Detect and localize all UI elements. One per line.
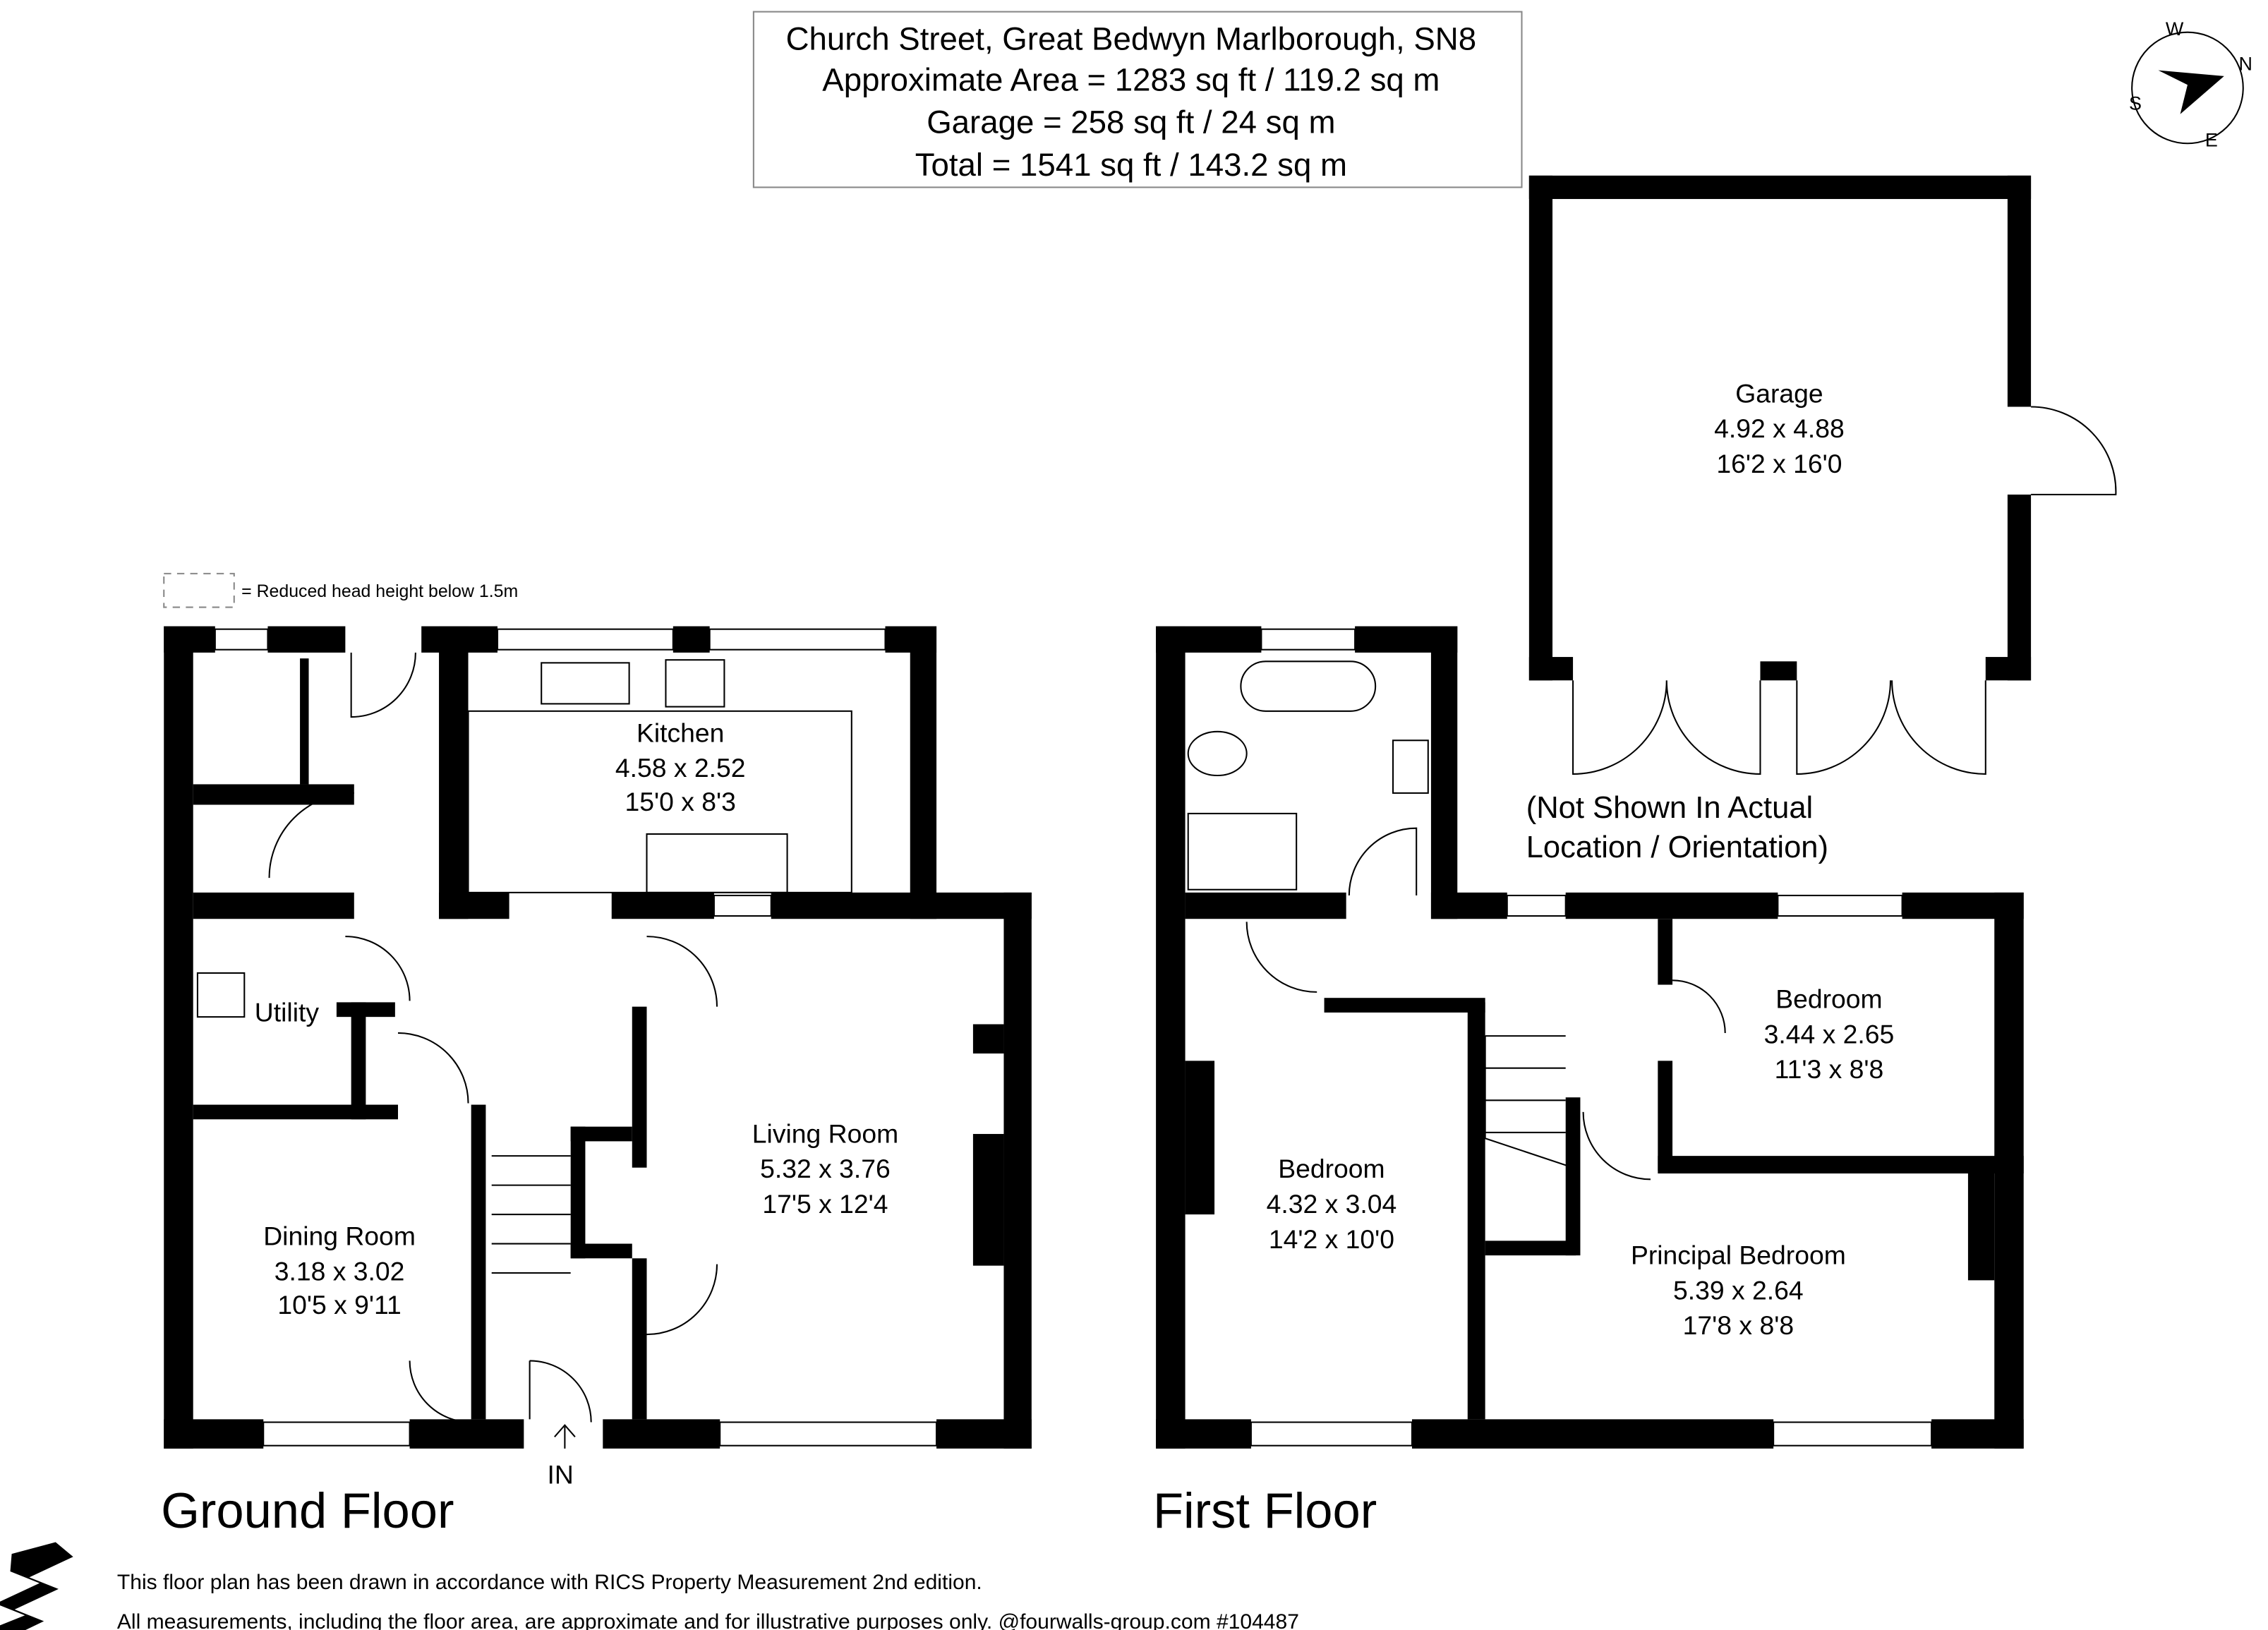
room-metric: 5.39 x 2.64 (1673, 1275, 1804, 1305)
room-principal-bedroom: Principal Bedroom 5.39 x 2.64 17'8 x 8'8 (1631, 1240, 1846, 1341)
room-utility: Utility (255, 997, 320, 1027)
room-imperial: 11'3 x 8'8 (1775, 1054, 1884, 1084)
garage-walls (1528, 175, 2117, 775)
room-metric: 3.44 x 2.65 (1764, 1019, 1895, 1049)
room-name: Garage (1735, 378, 1823, 408)
room-imperial: 16'2 x 16'0 (1716, 449, 1842, 478)
compass-w: W (2166, 18, 2184, 40)
room-imperial: 15'0 x 8'3 (625, 787, 735, 816)
room-name: Principal Bedroom (1631, 1240, 1846, 1270)
total-area: Total = 1541 sq ft / 143.2 sq m (915, 147, 1347, 183)
room-name: Living Room (752, 1118, 898, 1148)
room-name: Bedroom (1278, 1154, 1385, 1183)
ground-floor-walls (164, 626, 1032, 1449)
garage-area: Garage = 258 sq ft / 24 sq m (927, 104, 1335, 140)
ground-floor-title: Ground Floor (161, 1483, 454, 1538)
room-imperial: 17'5 x 12'4 (762, 1189, 888, 1219)
compass-n: N (2239, 54, 2252, 75)
address: Church Street, Great Bedwyn Marlborough,… (786, 21, 1477, 57)
entrance-label: IN (548, 1460, 574, 1490)
garage-note: (Not Shown In Actual (1526, 791, 1814, 825)
entrance-arrow-icon (554, 1424, 576, 1449)
compass-s: S (2129, 93, 2142, 114)
room-metric: 4.58 x 2.52 (615, 753, 746, 783)
room-dining: Dining Room 3.18 x 3.02 10'5 x 9'11 (263, 1221, 416, 1320)
garage-note: Location / Orientation) (1526, 831, 1828, 864)
room-metric: 4.92 x 4.88 (1714, 413, 1845, 443)
room-metric: 4.32 x 3.04 (1267, 1189, 1397, 1219)
room-bedroom-2: Bedroom 3.44 x 2.65 11'3 x 8'8 (1764, 984, 1895, 1085)
compass-icon: W N S E (2129, 18, 2252, 151)
footer-disclaimer: This floor plan has been drawn in accord… (117, 1571, 982, 1594)
room-kitchen: Kitchen 4.58 x 2.52 15'0 x 8'3 (615, 718, 746, 816)
first-floor-walls (1156, 626, 2024, 1449)
room-name: Kitchen (637, 718, 724, 747)
compass-e: E (2205, 129, 2218, 150)
room-name: Bedroom (1775, 984, 1882, 1014)
header-box: Church Street, Great Bedwyn Marlborough,… (752, 11, 1523, 188)
first-floor-title: First Floor (1153, 1483, 1377, 1538)
room-imperial: 17'8 x 8'8 (1683, 1310, 1794, 1340)
footer-disclaimer: All measurements, including the floor ar… (117, 1610, 1299, 1630)
approx-area: Approximate Area = 1283 sq ft / 119.2 sq… (822, 62, 1440, 98)
room-imperial: 14'2 x 10'0 (1269, 1224, 1394, 1254)
logo (0, 1542, 73, 1630)
legend-text: = Reduced head height below 1.5m (241, 581, 518, 601)
room-imperial: 10'5 x 9'11 (277, 1290, 401, 1320)
room-living: Living Room 5.32 x 3.76 17'5 x 12'4 (752, 1118, 898, 1219)
room-metric: 5.32 x 3.76 (760, 1154, 891, 1183)
room-garage: Garage 4.92 x 4.88 16'2 x 16'0 (1714, 378, 1845, 478)
room-bedroom-1: Bedroom 4.32 x 3.04 14'2 x 10'0 (1267, 1154, 1397, 1254)
legend: = Reduced head height below 1.5m (163, 572, 518, 608)
room-metric: 3.18 x 3.02 (275, 1256, 405, 1286)
room-name: Dining Room (263, 1221, 416, 1251)
